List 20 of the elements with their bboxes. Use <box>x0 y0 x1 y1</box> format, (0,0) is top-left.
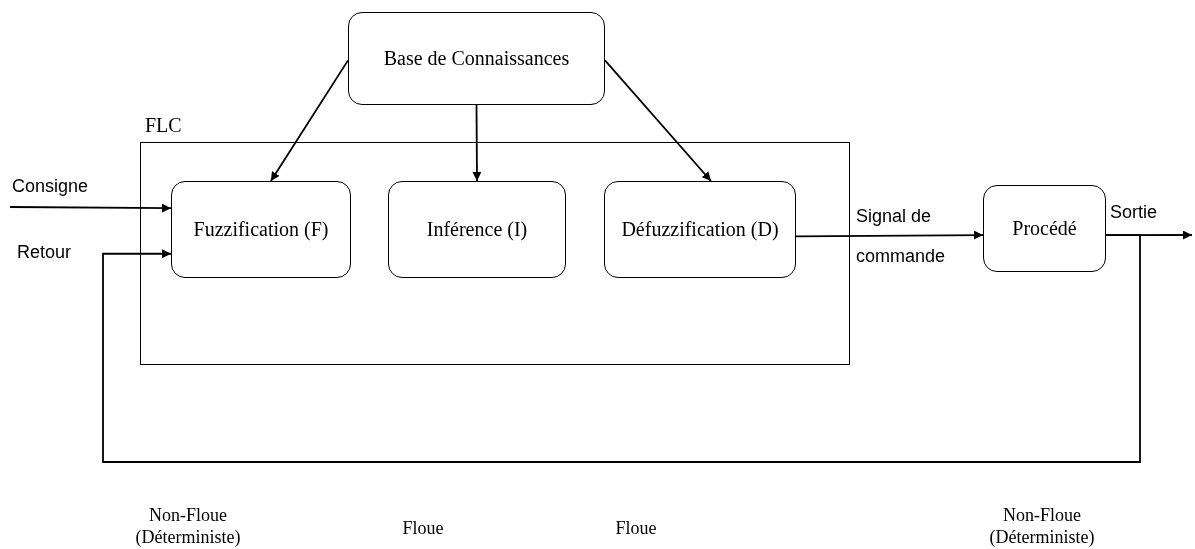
process-box: Procédé <box>983 185 1106 272</box>
arrow <box>9 203 172 213</box>
region-label: Non-Floue (Déterministe) <box>988 505 1096 549</box>
process-box: Inférence (I) <box>388 181 566 278</box>
arrow <box>795 230 984 240</box>
region-label: Floue <box>614 518 658 540</box>
edge-label: Retour <box>17 242 72 263</box>
region-label: Floue <box>401 518 445 540</box>
frame-title: FLC <box>145 113 182 138</box>
arrow <box>102 234 1141 463</box>
arrow <box>270 59 349 182</box>
process-box: Fuzzification (F) <box>171 181 351 278</box>
process-box: Défuzzification (D) <box>604 181 796 278</box>
edge-label: Signal de commande <box>856 205 947 268</box>
region-label: Non-Floue (Déterministe) <box>134 505 242 549</box>
edge-label: Consigne <box>12 176 89 197</box>
arrow <box>604 59 712 182</box>
edge-label: Sortie <box>1110 202 1158 223</box>
process-box: Base de Connaissances <box>348 12 605 105</box>
arrow <box>472 104 482 182</box>
